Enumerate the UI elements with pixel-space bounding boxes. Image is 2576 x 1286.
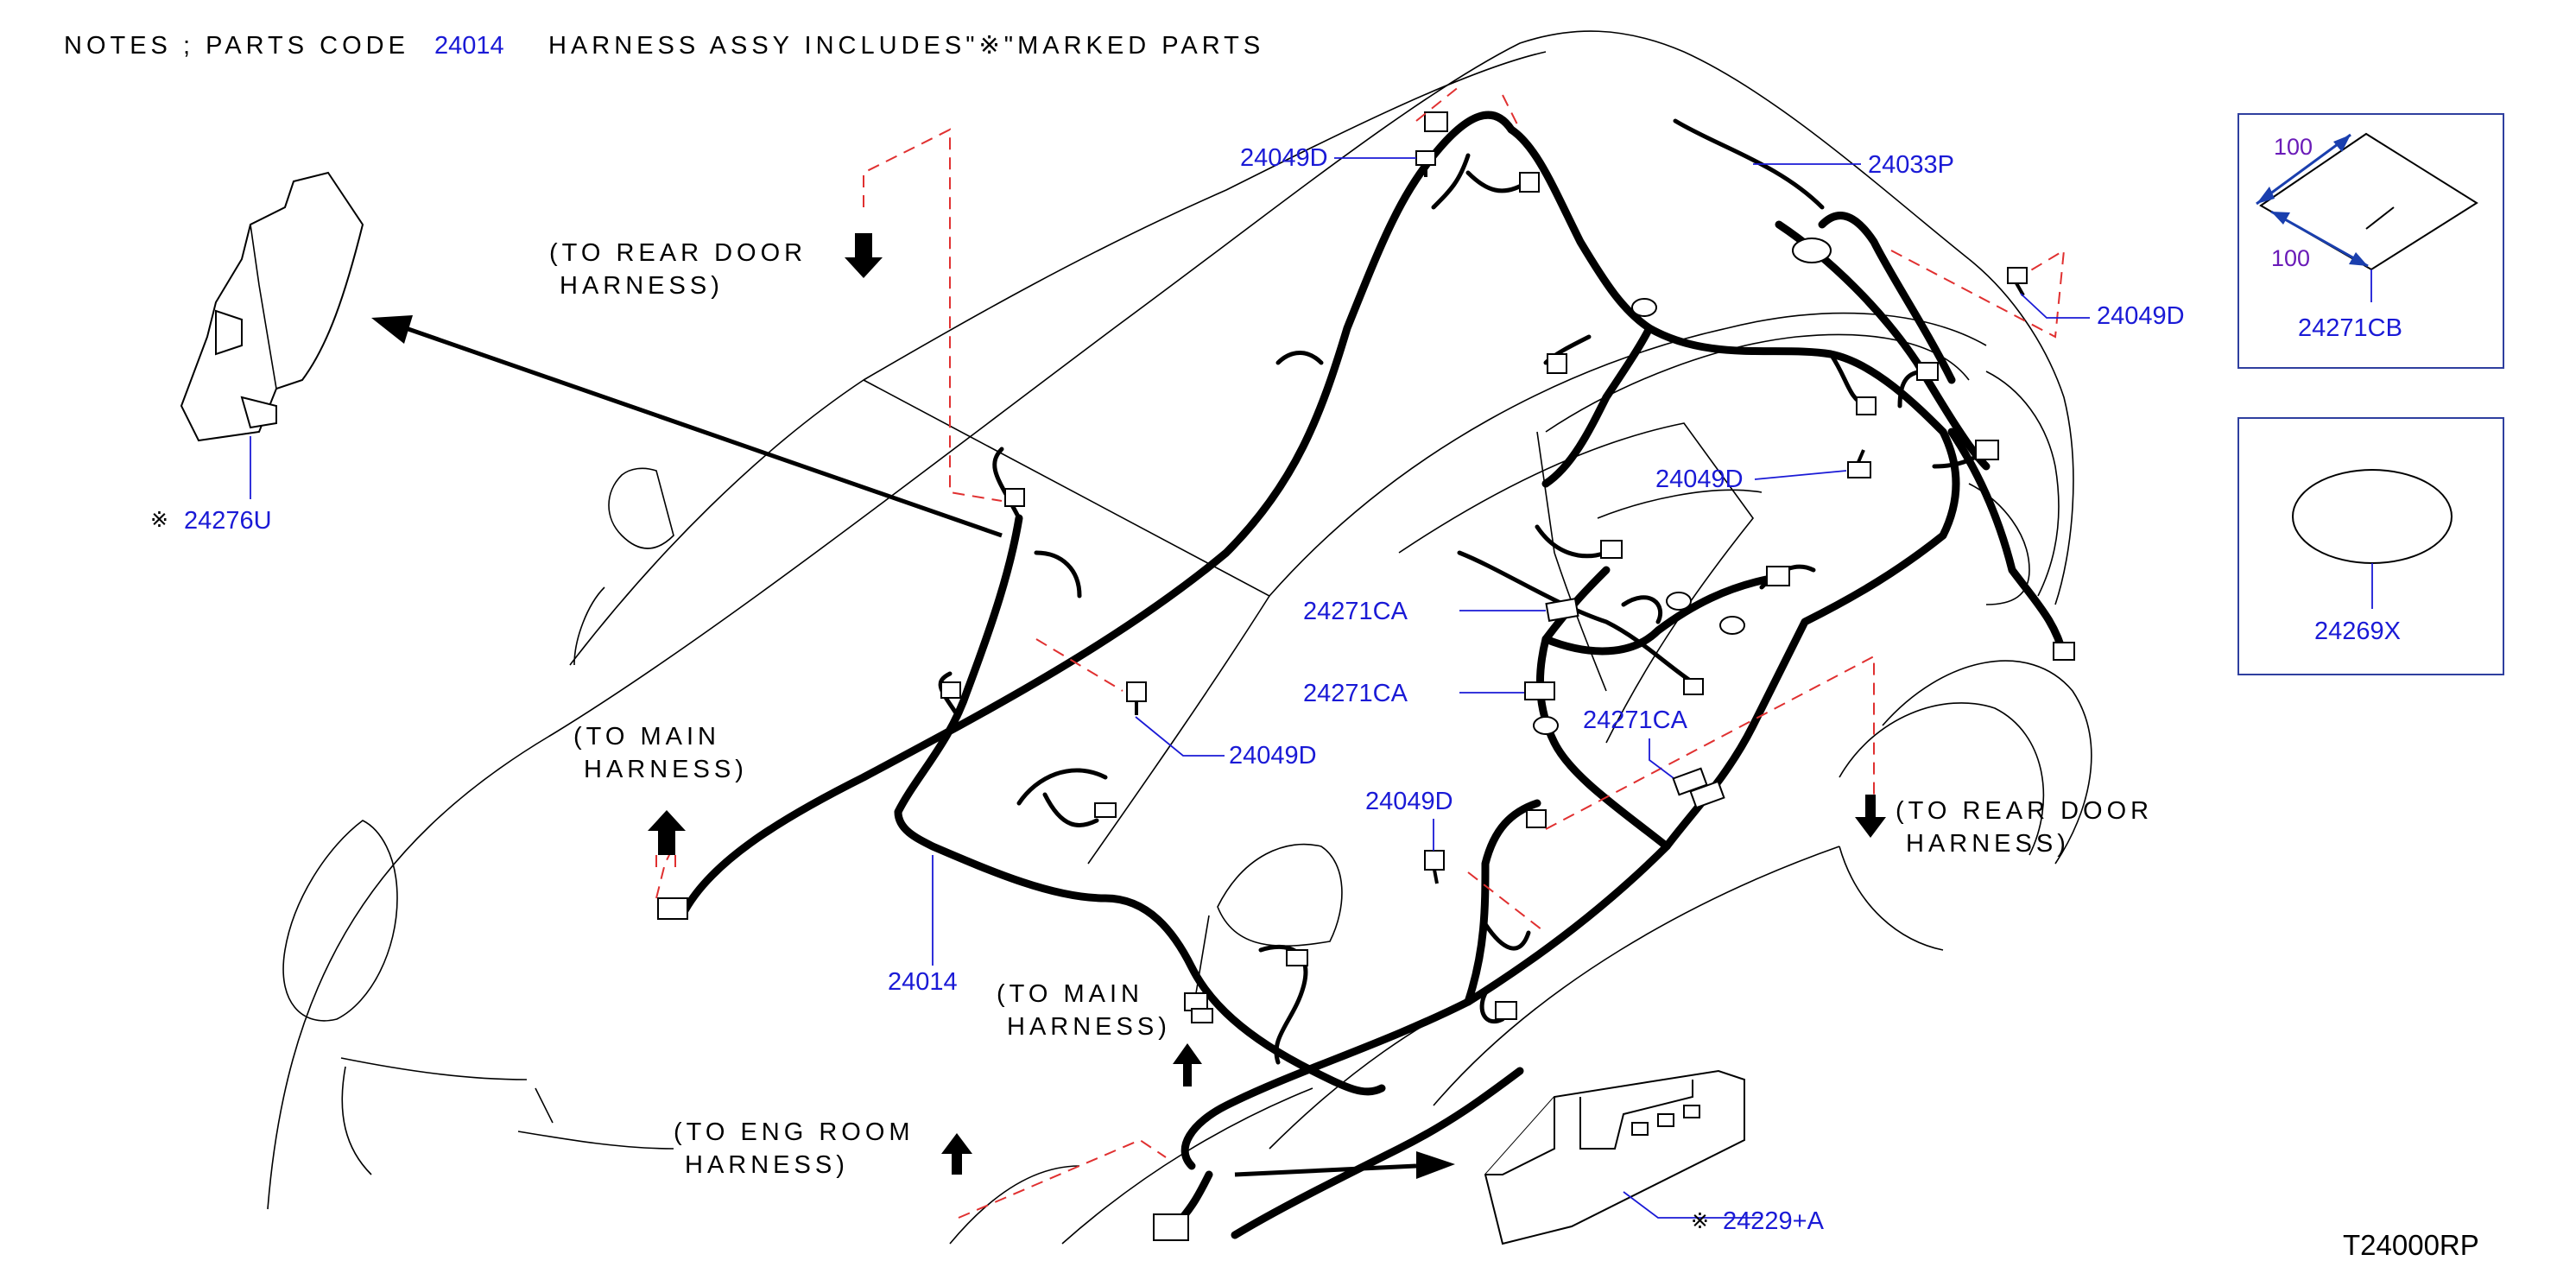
callout-24049D-center: 24049D <box>1229 742 1317 770</box>
inset-tape-dim-a: 100 <box>2274 134 2313 160</box>
tape-24271CA <box>1524 598 1725 809</box>
part-24276U-drawing <box>180 171 364 442</box>
notes-prefix: NOTES ; PARTS CODE <box>64 32 409 60</box>
direction-rear-door-right: (TO REAR DOOR HARNESS) <box>1855 795 2153 858</box>
callout-24271CA-2: 24271CA <box>1303 680 1408 707</box>
dir-rear-door-right-line2: HARNESS) <box>1906 830 2070 858</box>
inset-24269X: 24269X <box>2237 417 2504 675</box>
leader-24049D-right <box>2020 293 2090 319</box>
callout-24271CB: 24271CB <box>2298 314 2402 342</box>
harness-assembly-24014 <box>678 111 2068 1239</box>
notes-parts-code: 24014 <box>434 32 504 60</box>
dir-eng-room-line2: HARNESS) <box>685 1151 849 1179</box>
arrow-up-icon <box>648 810 686 855</box>
dir-rear-door-top-line1: (TO REAR DOOR <box>549 239 807 267</box>
arrow-down-icon <box>845 233 883 278</box>
mark-24229A: ※ <box>1691 1209 1709 1233</box>
dir-main-center-line2: HARNESS) <box>1007 1013 1171 1041</box>
part-24229A-drawing <box>1484 1069 1745 1245</box>
leader-24049D-center <box>1135 716 1225 757</box>
inset-tape-dim-b: 100 <box>2271 245 2310 271</box>
diagram-id: T24000RP <box>2343 1229 2479 1261</box>
dir-main-left-line1: (TO MAIN <box>573 723 720 751</box>
leader-24271CA-3 <box>1649 738 1685 787</box>
arrow-to-24229A <box>1234 1151 1455 1179</box>
mark-24276U: ※ <box>150 508 168 532</box>
callout-24276U: 24276U <box>184 507 272 535</box>
dir-rear-door-top-line2: HARNESS) <box>560 272 724 300</box>
arrow-down-icon <box>1855 795 1886 838</box>
dir-rear-door-right-line1: (TO REAR DOOR <box>1896 797 2153 825</box>
leader-24049D-mid <box>1754 470 1847 480</box>
inset-24271CB: 100 100 24271CB <box>2237 113 2504 369</box>
callout-24229A: 24229+A <box>1723 1207 1825 1235</box>
callout-24269X: 24269X <box>2314 618 2401 645</box>
callout-24049D-mid: 24049D <box>1655 466 1744 493</box>
arrow-up-icon <box>1173 1043 1202 1086</box>
callout-24014: 24014 <box>888 968 958 996</box>
notes-suffix: HARNESS ASSY INCLUDES"※"MARKED PARTS <box>548 32 1264 60</box>
arrow-up-icon <box>941 1133 972 1175</box>
arrow-to-24276U <box>371 315 1003 538</box>
direction-main-left: (TO MAIN HARNESS) <box>573 723 748 872</box>
callout-24049D-top: 24049D <box>1240 144 1328 172</box>
reference-dashed-lines <box>655 86 2066 1219</box>
callout-24049D-right: 24049D <box>2097 302 2185 330</box>
direction-eng-room: (TO ENG ROOM HARNESS) <box>674 1118 972 1179</box>
dir-main-left-line2: HARNESS) <box>584 756 748 783</box>
callout-24033P: 24033P <box>1868 151 1954 179</box>
callout-24271CA-3: 24271CA <box>1583 706 1688 734</box>
leader-24229A <box>1623 1191 1762 1219</box>
callout-24049D-lower: 24049D <box>1365 788 1453 815</box>
dir-eng-room-line1: (TO ENG ROOM <box>674 1118 915 1146</box>
harness-connectors <box>657 111 2075 1241</box>
callout-24271CA-1: 24271CA <box>1303 598 1408 625</box>
clip-fasteners <box>1126 150 2028 884</box>
direction-main-center: (TO MAIN HARNESS) <box>997 980 1202 1086</box>
direction-rear-door-top: (TO REAR DOOR HARNESS) <box>549 233 883 300</box>
dir-main-center-line1: (TO MAIN <box>997 980 1143 1008</box>
